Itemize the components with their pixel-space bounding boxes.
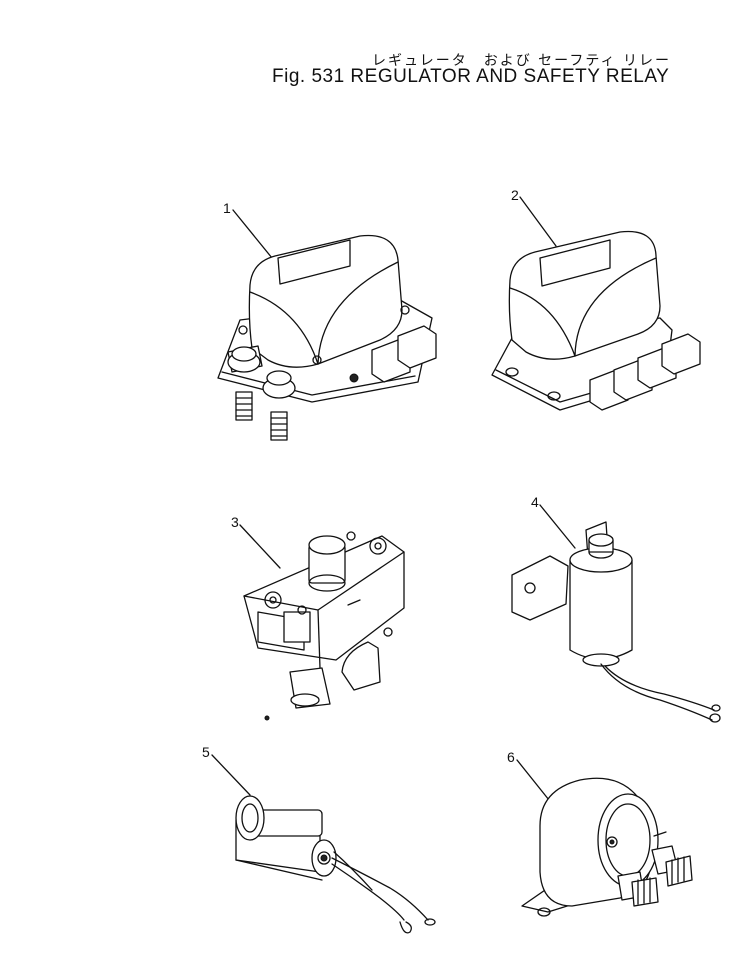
leader-lines <box>211 196 576 806</box>
callout-1-label[interactable]: 1 <box>223 200 231 216</box>
part-1-regulator[interactable] <box>217 234 437 441</box>
part-3-relay[interactable] <box>243 531 405 721</box>
callout-2-label[interactable]: 2 <box>511 187 519 203</box>
callout-3-label[interactable]: 3 <box>231 514 239 530</box>
title-japanese: レギュレータ および セーフティ リレー <box>372 53 671 69</box>
callout-6-label[interactable]: 6 <box>507 749 515 765</box>
callout-4-label[interactable]: 4 <box>531 494 539 510</box>
part-2-regulator[interactable] <box>491 230 701 411</box>
part-4-relay[interactable] <box>511 521 721 723</box>
part-6-solenoid[interactable] <box>521 777 693 917</box>
callout-5-label[interactable]: 5 <box>202 744 210 760</box>
title-english: Fig. 531 REGULATOR AND SAFETY RELAY <box>272 66 670 87</box>
part-5-solenoid[interactable] <box>235 795 436 934</box>
